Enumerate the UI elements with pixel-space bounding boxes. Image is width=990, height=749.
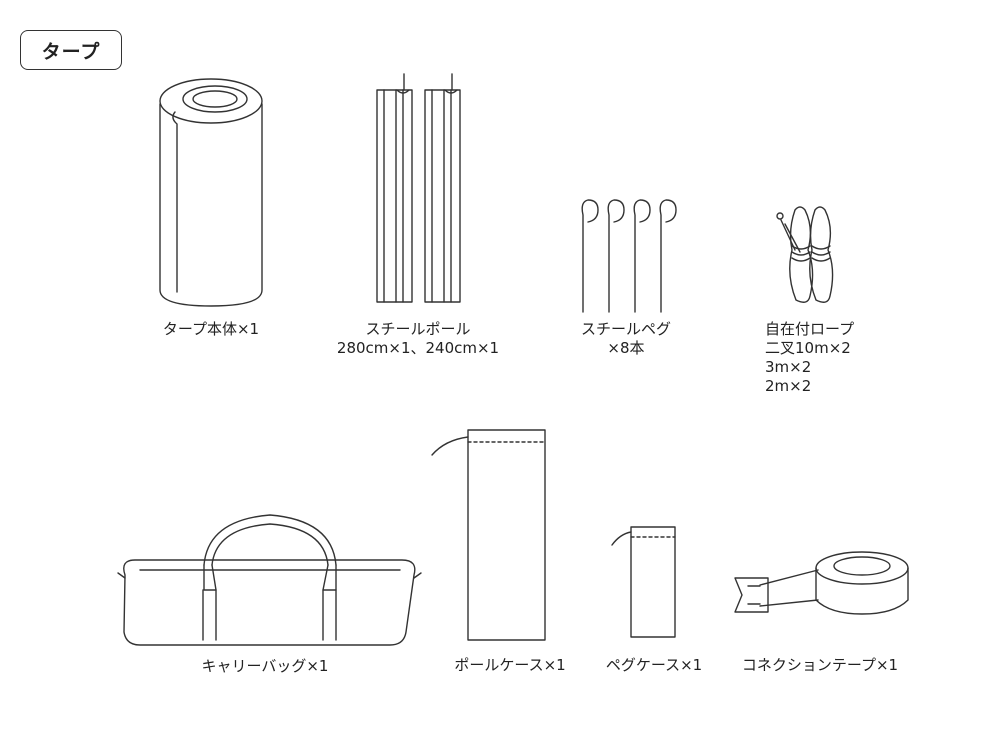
section-title: タープ (20, 30, 122, 70)
carry-bag-label: キャリーバッグ×1 (202, 657, 329, 676)
rope-label: 自在付ロープ 二叉10m×2 3m×2 2m×2 (765, 320, 854, 396)
rope-text-1: 自在付ロープ (765, 320, 855, 338)
peg-case-illustration (611, 526, 676, 638)
peg-case-text: ペグケース×1 (605, 656, 703, 674)
tarp-body-illustration (159, 78, 263, 307)
steel-peg-label: スチールペグ ×8本 (581, 320, 671, 358)
carry-bag-text: キャリーバッグ×1 (201, 657, 329, 675)
connection-tape-illustration (734, 551, 909, 615)
steel-peg-illustration (581, 199, 677, 313)
steel-pole-text-1: スチールポール (365, 320, 471, 338)
carry-bag-illustration (117, 514, 422, 646)
steel-pole-text-2: 280cm×1、240cm×1 (336, 339, 500, 357)
steel-peg-text-2: ×8本 (607, 339, 645, 357)
pole-case-text: ポールケース×1 (454, 656, 566, 674)
steel-peg-text-1: スチールペグ (580, 320, 672, 338)
pole-case-illustration (431, 429, 546, 641)
steel-pole-illustration (376, 73, 461, 303)
pole-case-label: ポールケース×1 (454, 656, 565, 675)
tarp-body-text: タープ本体×1 (162, 320, 260, 338)
tarp-body-label: タープ本体×1 (163, 320, 259, 339)
rope-text-3: 3m×2 (765, 358, 812, 376)
rope-illustration (776, 206, 834, 303)
connection-tape-label: コネクションテープ×1 (742, 656, 898, 675)
rope-text-2: 二叉10m×2 (765, 339, 851, 357)
rope-text-4: 2m×2 (765, 377, 812, 395)
peg-case-label: ペグケース×1 (606, 656, 702, 675)
connection-tape-text: コネクションテープ×1 (741, 656, 899, 674)
steel-pole-label: スチールポール 280cm×1、240cm×1 (337, 320, 499, 358)
